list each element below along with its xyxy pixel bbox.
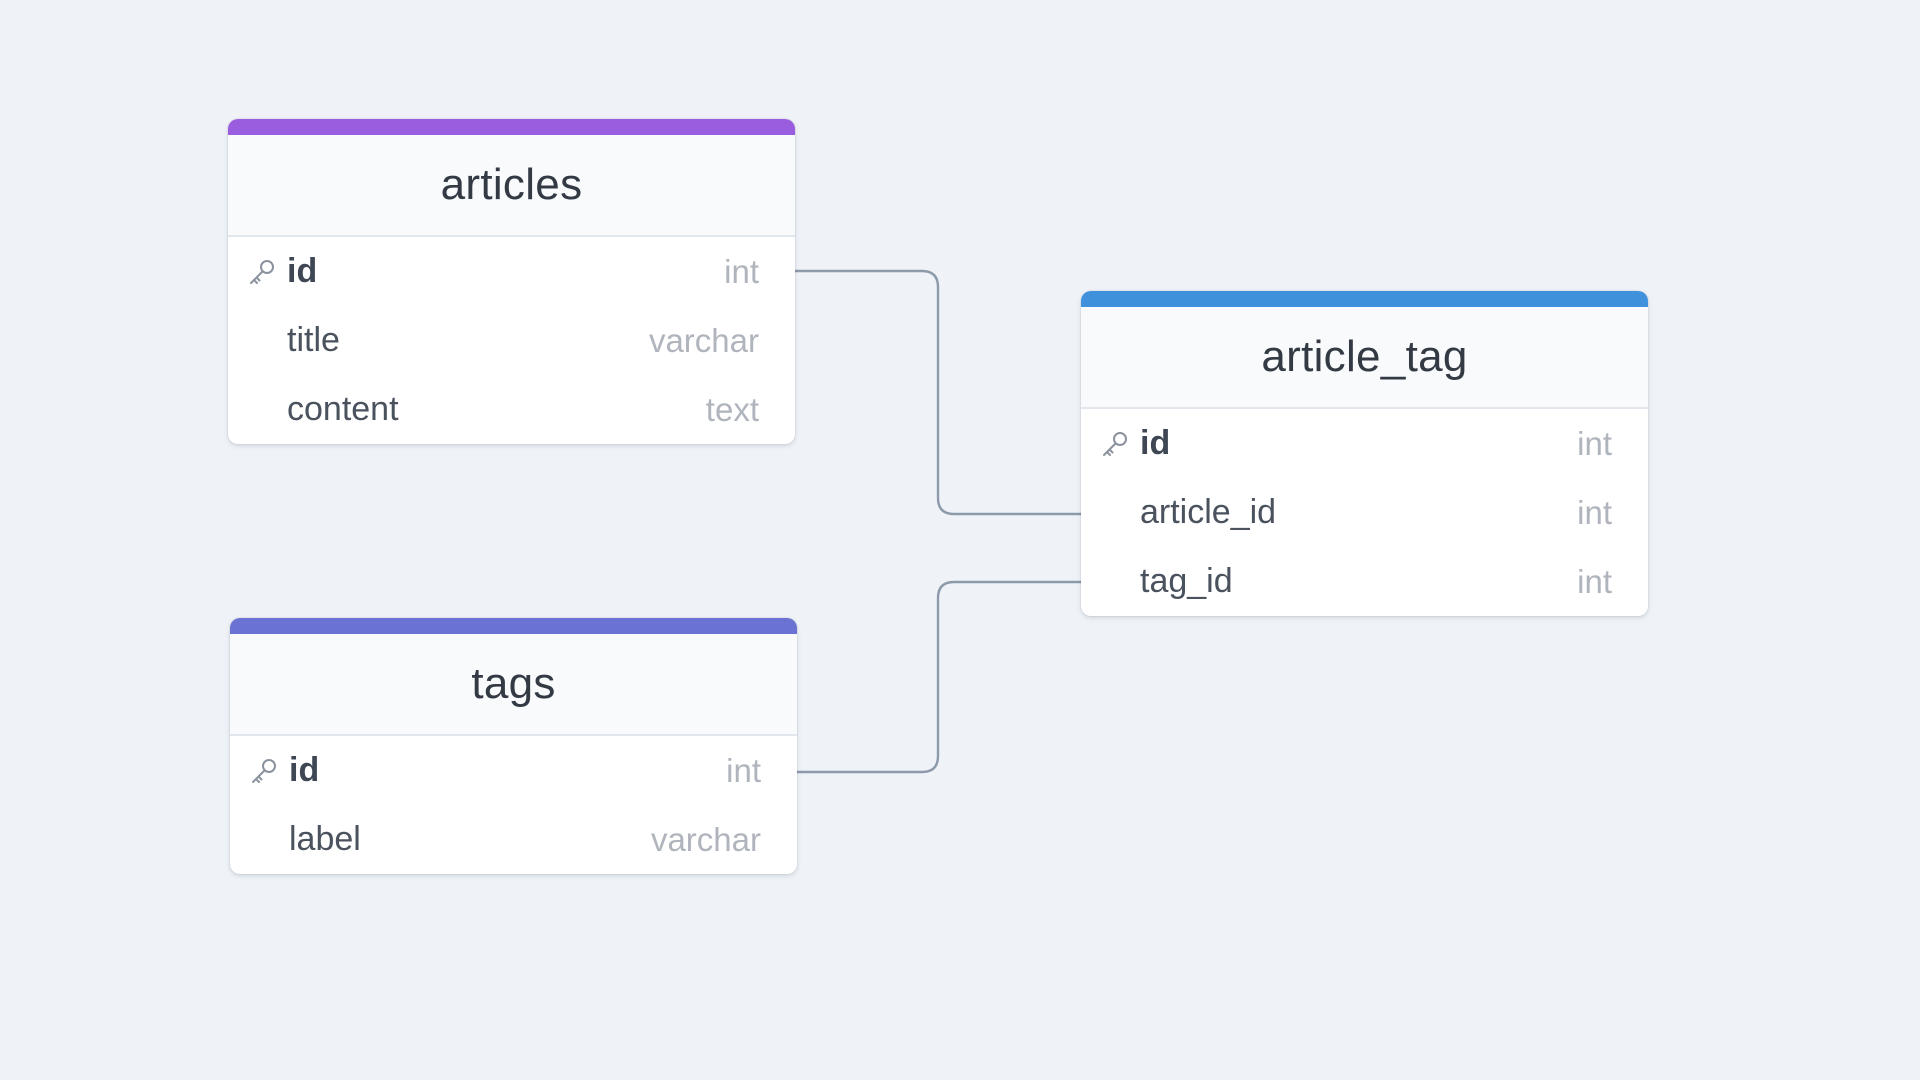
field-list: id int article_id int tag_id int: [1081, 409, 1648, 616]
table-articles[interactable]: articles id int title varchar content te…: [228, 119, 795, 444]
field-name: tag_id: [1140, 562, 1233, 600]
table-header[interactable]: articles: [228, 135, 795, 237]
field-type: int: [726, 751, 761, 789]
table-title: articles: [440, 160, 583, 209]
table-accent-bar: [228, 119, 795, 135]
key-icon: [250, 259, 274, 284]
table-tags[interactable]: tags id int label varchar: [230, 618, 797, 874]
field-name: label: [289, 820, 361, 858]
field-type: varchar: [650, 820, 761, 858]
field-row-content[interactable]: content text: [228, 375, 795, 444]
table-title: article_tag: [1261, 332, 1468, 381]
table-title: tags: [471, 659, 556, 708]
relationship-articles-id-to-article-tag-article-id[interactable]: [795, 269, 1082, 516]
field-row-tag-id[interactable]: tag_id int: [1081, 547, 1648, 616]
field-type: varchar: [648, 321, 759, 359]
field-name: content: [287, 390, 399, 428]
relationship-tags-id-to-article-tag-tag-id[interactable]: [797, 580, 1082, 774]
field-name: id: [287, 252, 318, 290]
table-accent-bar: [230, 618, 797, 634]
field-row-article-id[interactable]: article_id int: [1081, 478, 1648, 547]
field-type: int: [1577, 493, 1612, 531]
field-type: int: [1577, 562, 1612, 600]
key-icon: [1103, 431, 1127, 456]
field-name: article_id: [1140, 493, 1277, 531]
field-row-label[interactable]: label varchar: [230, 805, 797, 874]
field-row-id[interactable]: id int: [228, 237, 795, 306]
table-accent-bar: [1081, 291, 1648, 307]
field-list: id int title varchar content text: [228, 237, 795, 444]
field-type: int: [724, 252, 759, 290]
field-list: id int label varchar: [230, 736, 797, 874]
field-name: title: [287, 321, 340, 359]
field-type: int: [1577, 424, 1612, 462]
field-row-title[interactable]: title varchar: [228, 306, 795, 375]
field-row-id[interactable]: id int: [1081, 409, 1648, 478]
field-row-id[interactable]: id int: [230, 736, 797, 805]
table-article-tag[interactable]: article_tag id int article_id int tag_id…: [1081, 291, 1648, 616]
field-name: id: [289, 751, 320, 789]
key-icon: [252, 758, 276, 783]
table-header[interactable]: article_tag: [1081, 307, 1648, 409]
field-name: id: [1140, 424, 1171, 462]
field-type: text: [705, 390, 759, 428]
table-header[interactable]: tags: [230, 634, 797, 736]
